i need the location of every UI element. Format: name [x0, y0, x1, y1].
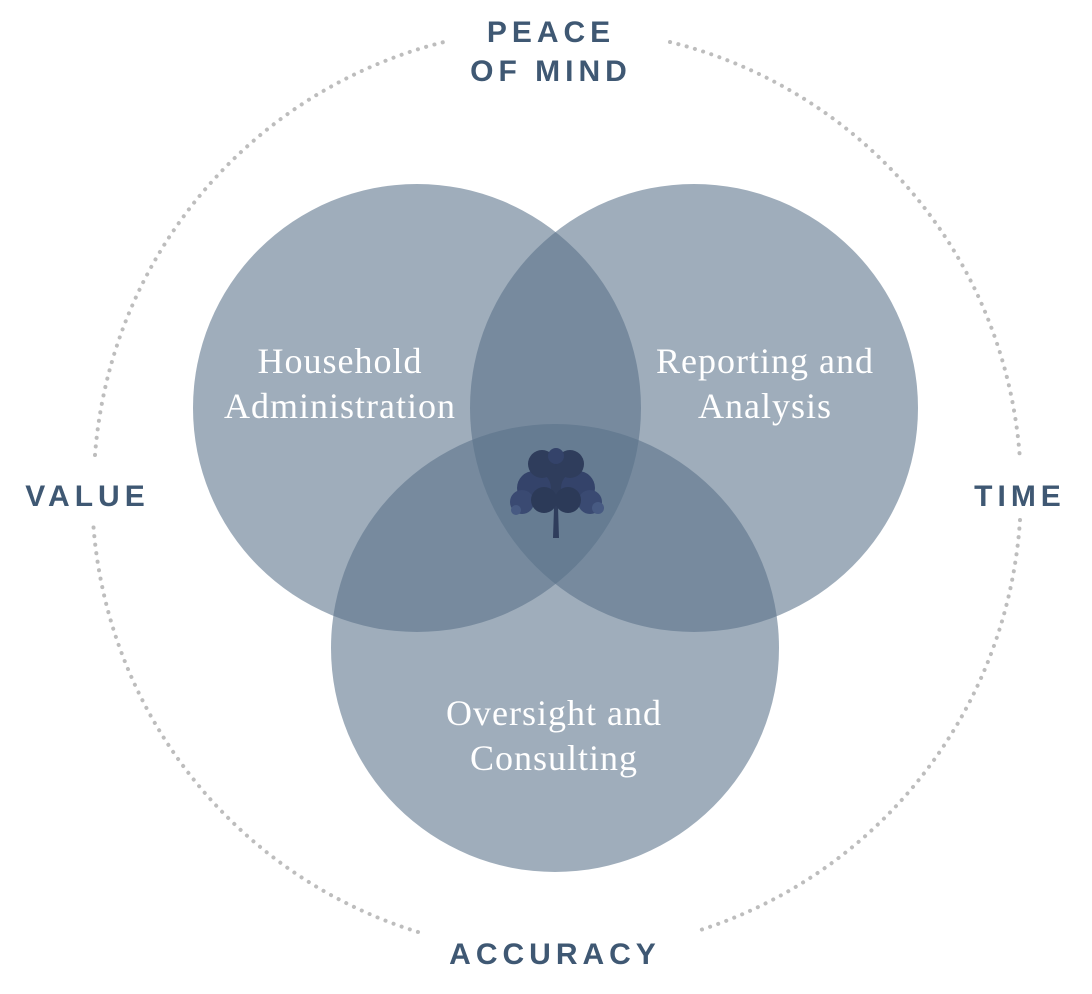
circle-oversight-label-line1: Oversight and: [446, 693, 662, 733]
label-time: TIME: [974, 480, 1066, 513]
circle-household-label-line1: Household: [257, 341, 423, 381]
circle-household-label-line2: Administration: [224, 386, 456, 426]
circle-oversight-label-line2: Consulting: [469, 738, 639, 778]
ring-arc-top-left: [93, 40, 446, 457]
label-peace-of-mind-line2: OF MIND: [470, 55, 632, 88]
ring-arc-top-right: [668, 40, 1022, 462]
circle-oversight: [331, 424, 779, 872]
circle-reporting-label-line2: Analysis: [698, 386, 832, 426]
outer-dotted-ring: [91, 40, 1022, 934]
label-accuracy: ACCURACY: [449, 938, 661, 971]
label-value: VALUE: [25, 480, 150, 513]
tree-icon: [510, 448, 604, 538]
venn-circles: [193, 184, 918, 872]
label-peace-of-mind-line1: PEACE: [486, 16, 616, 49]
circle-reporting-label-line1: Reporting and: [656, 341, 874, 381]
